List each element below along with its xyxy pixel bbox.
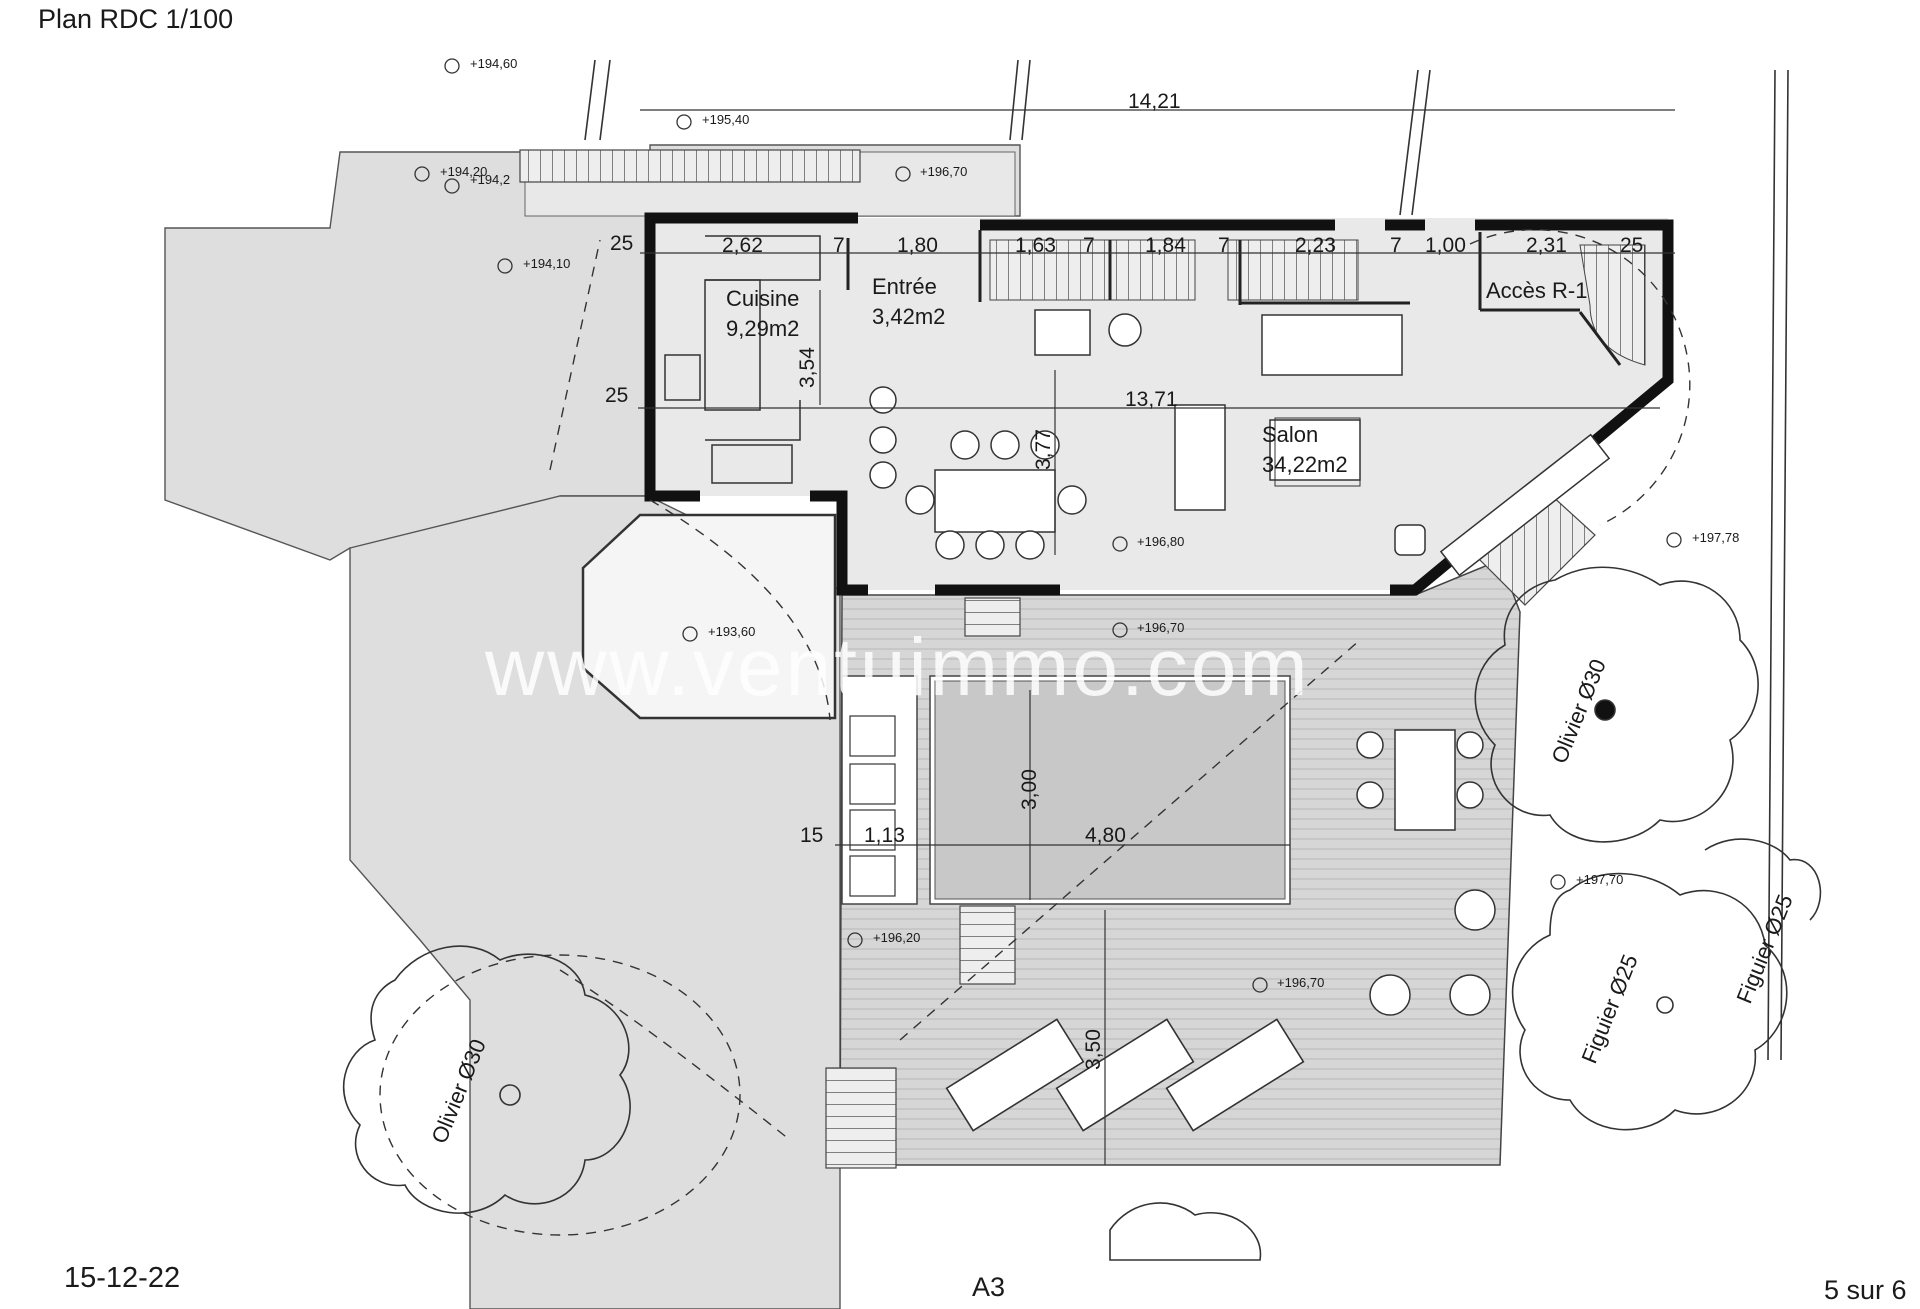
- dim-300: 3,00: [1018, 769, 1041, 810]
- dim-354: 3,54: [796, 347, 819, 388]
- room-name-cuisine: Cuisine: [726, 286, 799, 311]
- dim-180: 1,80: [897, 234, 938, 257]
- room-name-salon: Salon: [1262, 422, 1318, 447]
- room-area-entree: 3,42m2: [872, 304, 945, 329]
- partitions: [846, 230, 1622, 366]
- trees: [342, 566, 1822, 1261]
- property-lines: [584, 59, 1789, 1061]
- salon-label-box: [1274, 417, 1361, 487]
- dim-480: 4,80: [1085, 824, 1126, 847]
- kitchen-counters: [664, 235, 821, 484]
- dim-interior-width: 13,71: [1125, 388, 1178, 411]
- level-19460: +194,60: [470, 56, 517, 71]
- watermark: www.ventuimmo.com: [484, 622, 1311, 713]
- house-interior: [648, 218, 1668, 590]
- dim-25-b: 25: [1620, 234, 1643, 257]
- level-labels: +194,60 +195,40 +194,20 +194,2 +196,70 +…: [440, 56, 1739, 990]
- dim-25-c: 25: [605, 384, 628, 407]
- plan-title: Plan RDC 1/100: [38, 4, 234, 34]
- dim-25-a: 25: [610, 232, 633, 255]
- level-markers: [414, 58, 1682, 993]
- level-19670-b: +196,70: [1137, 620, 1184, 635]
- house-walls: [644, 212, 1674, 596]
- dim-15: 15: [800, 824, 823, 847]
- level-1942: +194,2: [470, 172, 510, 187]
- level-19680: +196,80: [1137, 534, 1184, 549]
- tree-label-figuier-center: Figuier Ø25: [1576, 951, 1642, 1067]
- plan-date: 15-12-22: [64, 1262, 181, 1294]
- dim-184: 1,84: [1145, 234, 1186, 257]
- room-area-salon: 34,22m2: [1262, 452, 1348, 477]
- level-19540: +195,40: [702, 112, 749, 127]
- level-19620: +196,20: [873, 930, 920, 945]
- furniture: [869, 309, 1611, 1016]
- dimension-labels: 14,21 25 2,62 7 1,80 1,63 7 1,84 7 2,23 …: [605, 90, 1643, 1070]
- sheet-format: A3: [972, 1272, 1006, 1302]
- room-name-entree: Entrée: [872, 274, 937, 299]
- dim-350: 3,50: [1082, 1029, 1105, 1070]
- tree-label-figuier-east: Figuier Ø25: [1731, 891, 1797, 1007]
- dim-100: 1,00: [1425, 234, 1466, 257]
- level-19410: +194,10: [523, 256, 570, 271]
- sun-loungers: [945, 1018, 1305, 1132]
- level-19778: +197,78: [1692, 530, 1739, 545]
- level-19420: +194,20: [440, 164, 487, 179]
- dim-377: 3,77: [1032, 429, 1055, 470]
- dim-7-d: 7: [1390, 234, 1402, 257]
- dim-223: 2,23: [1295, 234, 1336, 257]
- page-number: 5 sur 6: [1824, 1275, 1907, 1305]
- level-19770: +197,70: [1576, 872, 1623, 887]
- room-name-acces: Accès R-1: [1486, 278, 1587, 303]
- dimension-lines: [638, 109, 1675, 1165]
- dim-262: 2,62: [722, 234, 763, 257]
- dim-overall-width: 14,21: [1128, 90, 1181, 113]
- dim-163: 1,63: [1015, 234, 1056, 257]
- pool: [841, 675, 1291, 905]
- dim-113: 1,13: [864, 824, 905, 847]
- dim-7-b: 7: [1083, 234, 1095, 257]
- dim-231: 2,31: [1526, 234, 1567, 257]
- level-19670-a: +196,70: [920, 164, 967, 179]
- level-19360: +193,60: [708, 624, 755, 639]
- level-19670-c: +196,70: [1277, 975, 1324, 990]
- room-area-cuisine: 9,29m2: [726, 316, 799, 341]
- room-labels: Cuisine 9,29m2 Entrée 3,42m2 Salon 34,22…: [726, 274, 1587, 487]
- dim-7-c: 7: [1218, 234, 1230, 257]
- dim-7-a: 7: [833, 234, 845, 257]
- garden-pavilion: [581, 513, 837, 720]
